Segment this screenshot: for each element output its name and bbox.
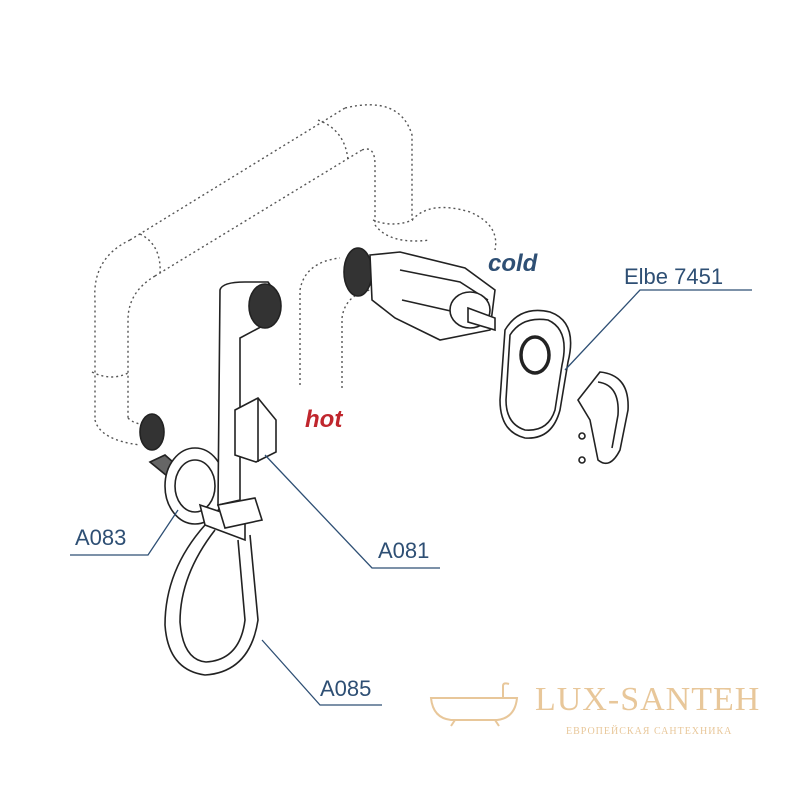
label-a081: A081 [378,538,430,563]
hand-shower [216,281,282,529]
hot-label: hot [305,406,343,433]
cover-plate [499,309,572,439]
watermark-name: LUX-SANTEH [535,681,761,718]
bathtub-logo-icon [429,682,519,727]
shower-hose [164,524,259,676]
leader-lines [70,289,752,706]
cold-label: cold [488,250,538,277]
pipe-network [91,104,497,446]
watermark-subtitle: ЕВРОПЕЙСКАЯ САНТЕХНИКА [566,726,733,737]
wall-outlet [139,413,246,542]
label-a085: A085 [320,676,372,701]
label-a083: A083 [75,525,127,550]
leader-elbe [564,289,752,371]
leader-a083 [70,509,179,556]
label-elbe-7451: Elbe 7451 [624,264,724,289]
lever-handle [577,371,629,465]
leader-a085 [261,639,382,706]
leader-a081 [264,454,440,569]
mixer-body [343,247,496,341]
